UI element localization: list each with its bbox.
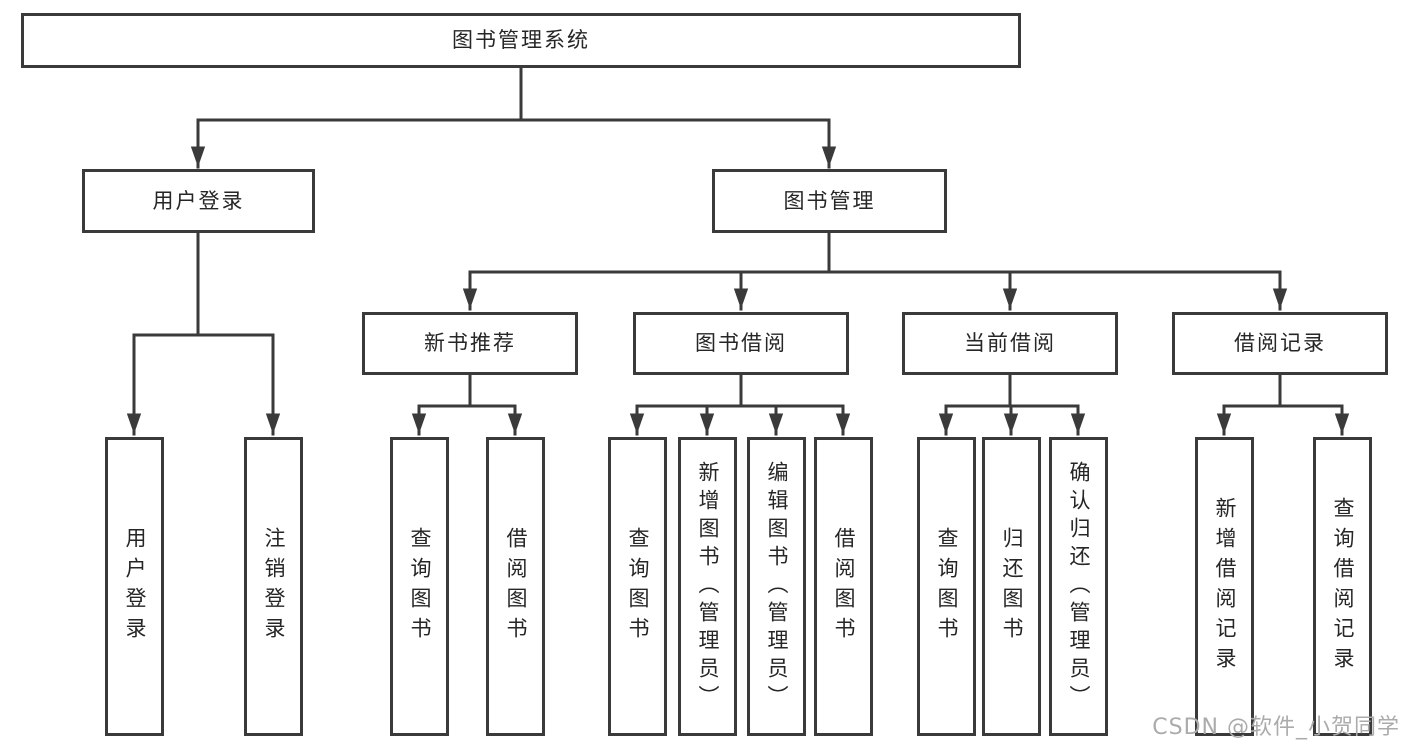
leaf-confirm-return-admin: 确认归还（管理员） (1049, 437, 1108, 736)
node-borrowing-records: 借阅记录 (1172, 312, 1388, 375)
leaf-return-book: 归还图书 (982, 437, 1041, 736)
leaf-query-borrow-record: 查询借阅记录 (1313, 437, 1372, 736)
node-book-management: 图书管理 (712, 169, 947, 233)
leaf-query-books-borrow: 查询图书 (608, 437, 667, 736)
leaf-logout: 注销登录 (244, 437, 303, 736)
csdn-watermark: CSDN @软件_小贺同学 (1152, 715, 1400, 740)
node-book-borrowing: 图书借阅 (633, 312, 849, 375)
leaf-borrow-books: 借阅图书 (814, 437, 873, 736)
leaf-borrow-books-recommend: 借阅图书 (486, 437, 545, 736)
leaf-add-book-admin: 新增图书（管理员） (678, 437, 737, 736)
node-user-login: 用户登录 (82, 169, 315, 233)
leaf-add-borrow-record: 新增借阅记录 (1195, 437, 1254, 736)
leaf-query-books-recommend: 查询图书 (390, 437, 449, 736)
leaf-query-books-current: 查询图书 (917, 437, 976, 736)
node-current-borrowing: 当前借阅 (902, 312, 1118, 375)
node-library-management-system: 图书管理系统 (21, 13, 1021, 68)
node-new-book-recommendation: 新书推荐 (362, 312, 578, 375)
leaf-edit-book-admin: 编辑图书（管理员） (747, 437, 806, 736)
leaf-user-login: 用户登录 (105, 437, 164, 736)
